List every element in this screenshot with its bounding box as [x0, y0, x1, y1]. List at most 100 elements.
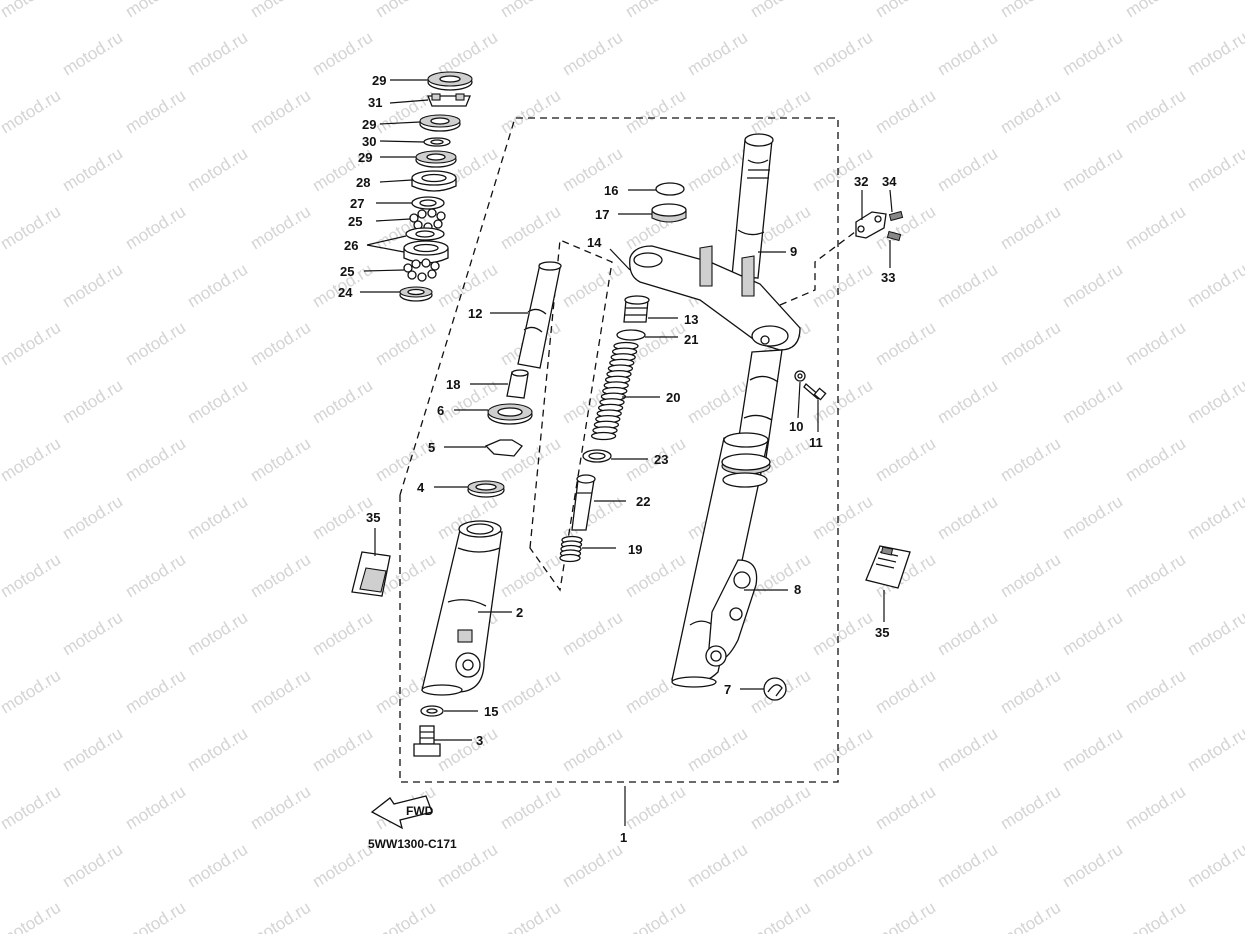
watermark-text: motod.ru — [809, 608, 876, 660]
watermark-text: motod.ru — [997, 86, 1064, 138]
watermark-text: motod.ru — [122, 318, 189, 370]
watermark-text: motod.ru — [0, 782, 64, 834]
watermark-text: motod.ru — [1184, 260, 1245, 312]
watermark-text: motod.ru — [59, 144, 126, 196]
callout-18: 18 — [446, 377, 460, 392]
watermark-text: motod.ru — [809, 28, 876, 80]
fwd-arrow-icon: FWD — [370, 795, 434, 830]
watermark-text: motod.ru — [247, 0, 314, 21]
watermark-text: motod.ru — [1184, 376, 1245, 428]
watermark-text: motod.ru — [184, 260, 251, 312]
watermark-text: motod.ru — [0, 86, 64, 138]
watermark-text: motod.ru — [1122, 434, 1189, 486]
callout-29a: 29 — [372, 73, 386, 88]
watermark-text: motod.ru — [184, 492, 251, 544]
drain-bolt — [413, 725, 441, 757]
callout-34: 34 — [882, 174, 897, 189]
watermark-text: motod.ru — [0, 0, 64, 21]
watermark-text: motod.ru — [1184, 724, 1245, 776]
damper-rod-22 — [571, 474, 596, 531]
callout-25b: 25 — [340, 264, 354, 279]
watermark-text: motod.ru — [497, 666, 564, 718]
watermark-text: motod.ru — [1122, 318, 1189, 370]
watermark-text: motod.ru — [247, 898, 314, 934]
watermark-text: motod.ru — [1122, 86, 1189, 138]
rubber-washer — [423, 137, 451, 147]
watermark-text: motod.ru — [247, 666, 314, 718]
callout-20: 20 — [666, 390, 680, 405]
callout-31: 31 — [368, 95, 382, 110]
cap-17 — [651, 203, 687, 223]
watermark-text: motod.ru — [934, 144, 1001, 196]
dust-seal-4 — [467, 480, 505, 498]
watermark-text: motod.ru — [309, 376, 376, 428]
watermark-text: motod.ru — [1122, 550, 1189, 602]
watermark-text: motod.ru — [0, 144, 1, 196]
watermark-text: motod.ru — [934, 724, 1001, 776]
watermark-text: motod.ru — [247, 550, 314, 602]
callouts: 29 31 29 30 29 28 27 25 26 25 24 12 18 6… — [338, 73, 897, 845]
watermark-text: motod.ru — [122, 666, 189, 718]
watermark-text: motod.ru — [1059, 492, 1126, 544]
watermark-text: motod.ru — [247, 434, 314, 486]
watermark-text: motod.ru — [497, 782, 564, 834]
watermark-text: motod.ru — [59, 492, 126, 544]
watermark-text: motod.ru — [934, 376, 1001, 428]
watermark-text: motod.ru — [997, 898, 1064, 934]
callout-15: 15 — [484, 704, 498, 719]
watermark-text: motod.ru — [559, 724, 626, 776]
callout-27: 27 — [350, 196, 364, 211]
watermark-text: motod.ru — [559, 260, 626, 312]
rebound-spring — [559, 535, 583, 563]
watermark-text: motod.ru — [0, 28, 1, 80]
watermark-text: motod.ru — [872, 318, 939, 370]
ring-nut-upper — [427, 71, 473, 91]
watermark-text: motod.ru — [122, 434, 189, 486]
copper-washer — [420, 705, 444, 717]
watermark-text: motod.ru — [0, 608, 1, 660]
watermark-text: motod.ru — [0, 666, 64, 718]
clip-7 — [763, 677, 787, 701]
bracket-32 — [855, 211, 887, 239]
callout-8: 8 — [794, 582, 801, 597]
watermark-text: motod.ru — [934, 608, 1001, 660]
pinch-bolt-11 — [803, 383, 827, 401]
leader-lines — [360, 79, 893, 826]
bracket-link-line — [779, 231, 856, 306]
watermark-text: motod.ru — [1059, 28, 1126, 80]
watermark-text: motod.ru — [1059, 608, 1126, 660]
watermark-text: motod.ru — [934, 28, 1001, 80]
watermark-text: motod.ru — [0, 840, 1, 892]
watermark-text: motod.ru — [497, 898, 564, 934]
watermark-text: motod.ru — [1122, 0, 1189, 21]
steering-stem-under-bracket — [629, 133, 801, 351]
ball-bearing-lower — [403, 258, 440, 282]
watermark-text: motod.ru — [0, 434, 64, 486]
watermark-text: motod.ru — [59, 840, 126, 892]
callout-3: 3 — [476, 733, 483, 748]
watermark-text: motod.ru — [997, 318, 1064, 370]
callout-2: 2 — [516, 605, 523, 620]
callout-25a: 25 — [348, 214, 362, 229]
watermark-text: motod.ru — [184, 608, 251, 660]
callout-21: 21 — [684, 332, 698, 347]
watermark-text: motod.ru — [559, 28, 626, 80]
callout-32: 32 — [854, 174, 868, 189]
watermark-text: motod.ru — [747, 86, 814, 138]
watermark-text: motod.ru — [1059, 840, 1126, 892]
watermark-text: motod.ru — [59, 376, 126, 428]
watermark-text: motod.ru — [1059, 260, 1126, 312]
watermark-text: motod.ru — [372, 898, 439, 934]
watermark-text: motod.ru — [997, 782, 1064, 834]
watermark-text: motod.ru — [247, 782, 314, 834]
assembly-boundary — [399, 117, 839, 783]
inner-assembly-boundary — [529, 239, 613, 592]
watermark-text: motod.ru — [1184, 28, 1245, 80]
watermark-text: motod.ru — [247, 86, 314, 138]
washer-10 — [794, 370, 806, 382]
oil-seal — [487, 403, 533, 425]
watermark-text: motod.ru — [372, 318, 439, 370]
callout-35b: 35 — [875, 625, 889, 640]
watermark-text: motod.ru — [1122, 898, 1189, 934]
watermark-text: motod.ru — [622, 782, 689, 834]
